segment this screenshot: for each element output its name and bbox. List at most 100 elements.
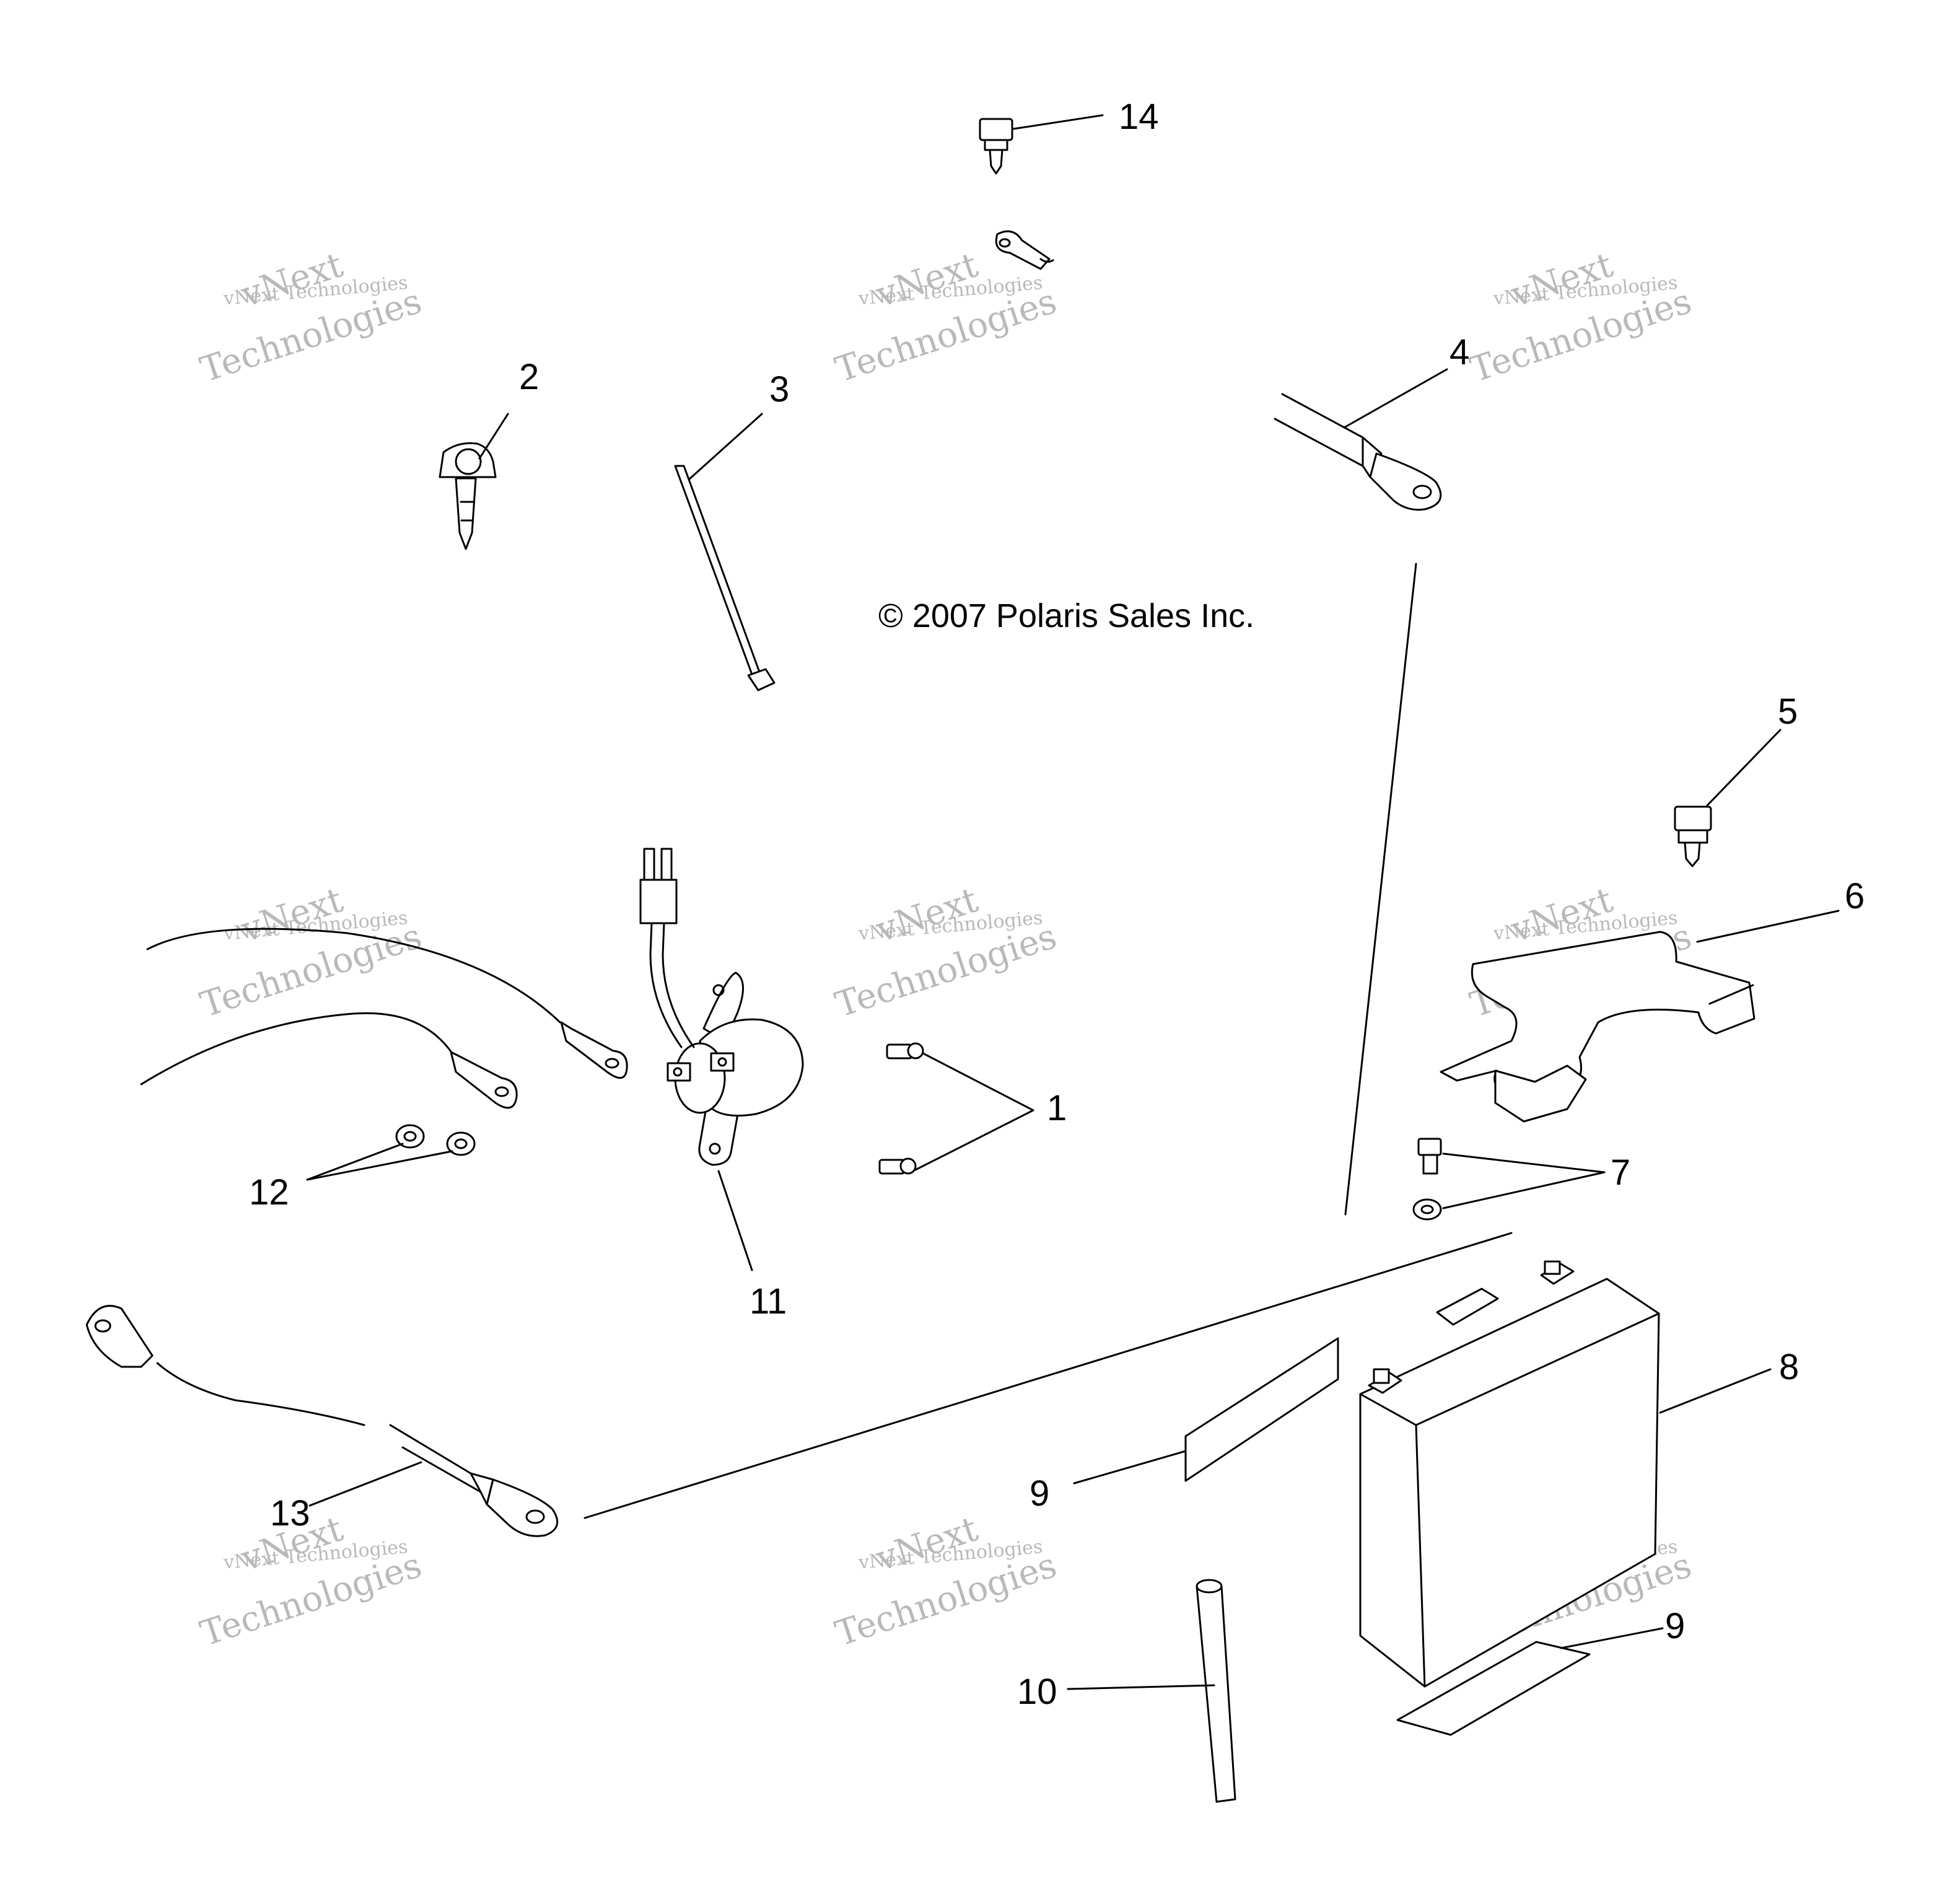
cable-ring-terminal (1369, 452, 1442, 511)
terminal-hole (494, 1086, 509, 1097)
watermark: vNext Technologies vNext Technologies (196, 880, 427, 1025)
terminal-hole (605, 1058, 619, 1069)
nut-hole (403, 1131, 417, 1142)
part-14-bolt (979, 118, 1013, 175)
post-nut (717, 1057, 727, 1067)
connector-pin (660, 848, 673, 881)
battery-vent (1436, 1288, 1499, 1326)
leader-5 (1706, 729, 1782, 807)
watermark-line: vNext (871, 1509, 983, 1579)
part-2-connector-clip (439, 442, 497, 550)
nut-hole (454, 1138, 468, 1149)
part-8-battery (1359, 1260, 1660, 1688)
callout-14: 14 (1119, 97, 1159, 137)
part-11-solenoid (639, 848, 804, 1166)
ear-hole (709, 1143, 721, 1155)
watermark: vNext Technologies vNext Technologies (831, 1509, 1062, 1654)
cable-long-vertical (1344, 563, 1417, 1216)
leader-7 (1442, 1171, 1606, 1209)
tie-strap (674, 465, 762, 679)
cable-line (156, 1362, 365, 1426)
terminal-hole (1412, 485, 1432, 499)
copyright-notice: © 2007 Polaris Sales Inc. (878, 597, 1254, 634)
callout-3: 3 (769, 369, 789, 410)
tube-body (1196, 1585, 1236, 1803)
terminal-hole (525, 1509, 545, 1524)
part-9-pad-upper (1184, 1337, 1339, 1482)
wire-terminal-upper (560, 1021, 628, 1079)
bolt-shank (1422, 1154, 1438, 1175)
screw-head (907, 1042, 924, 1059)
battery-body (1359, 1278, 1660, 1688)
callout-7: 7 (1611, 1152, 1630, 1193)
part-7-bolt-and-nut (1412, 1138, 1442, 1221)
solenoid-wire (649, 922, 683, 1048)
clip-head (439, 442, 497, 478)
pad-shape (1184, 1337, 1339, 1482)
bracket-body (1440, 931, 1755, 1104)
watermark-line: vNext (871, 880, 983, 950)
watermark-line: vNext (1506, 245, 1618, 315)
leader-2 (478, 413, 509, 460)
bolt-head (1417, 1138, 1442, 1156)
leader-8 (1659, 1368, 1772, 1414)
part-5-bolt (1674, 805, 1712, 867)
part-1-screws (878, 1042, 924, 1175)
part-13-ground-cable (85, 1305, 559, 1537)
cable-line (1274, 418, 1364, 467)
callout-6: 6 (1845, 876, 1865, 916)
clip-pin (455, 477, 477, 550)
callout-9a: 9 (1030, 1473, 1049, 1514)
callout-10: 10 (1017, 1672, 1057, 1712)
callout-11: 11 (750, 1281, 787, 1322)
wire-lower (140, 1012, 453, 1086)
nut (446, 1131, 476, 1156)
nut-hole (1420, 1204, 1434, 1214)
connector-pin (643, 848, 655, 881)
terminal-bolt (1373, 1368, 1390, 1384)
cable-line (401, 1446, 482, 1493)
cable-line (389, 1424, 472, 1475)
leader-10 (1067, 1684, 1215, 1690)
nut (395, 1124, 425, 1149)
tube-opening (1196, 1579, 1223, 1594)
callout-8: 8 (1779, 1347, 1799, 1387)
screw-head (899, 1157, 917, 1175)
wire-connector (639, 879, 678, 924)
solenoid-wire (662, 922, 695, 1048)
terminal-bolt (1544, 1260, 1561, 1275)
nut (1412, 1198, 1442, 1221)
leader-3 (688, 413, 763, 481)
leader-1 (922, 1052, 1034, 1112)
ear-hole (712, 984, 725, 996)
part-10-vent-tube (1196, 1579, 1236, 1803)
watermark-line: vNext (871, 245, 983, 315)
cable-ring-terminal (486, 1478, 559, 1537)
leader-9a (1073, 1450, 1187, 1485)
watermark-line: vNext (236, 245, 348, 315)
bolt-head (979, 118, 1013, 141)
bolt-washer (1677, 829, 1708, 844)
callout-9b: 9 (1665, 1606, 1685, 1646)
solenoid-top-ear (702, 972, 744, 1042)
watermark: vNext Technologies vNext Technologies (196, 245, 427, 390)
bolt-shank (1684, 841, 1701, 867)
tie-head (747, 668, 776, 691)
callout-12: 12 (249, 1172, 289, 1213)
bracket-edge (1708, 984, 1754, 1005)
callout-2: 2 (519, 357, 539, 397)
leader-12 (306, 1143, 404, 1181)
terminal-body (450, 1051, 518, 1109)
battery-corner-edge (1415, 1424, 1426, 1688)
part-9-pad-lower (1396, 1641, 1591, 1736)
watermark: vNext Technologies vNext Technologies (196, 1509, 427, 1654)
bolt-washer (984, 139, 1008, 151)
bolt-head (1674, 805, 1712, 831)
pad-shape (1396, 1641, 1591, 1736)
leader-14 (1012, 114, 1104, 130)
cable-line (1281, 393, 1364, 439)
solenoid-can (699, 1018, 804, 1117)
leader-1 (914, 1109, 1034, 1171)
wire-upper (146, 928, 561, 1024)
wire-terminal-lower (450, 1051, 518, 1109)
